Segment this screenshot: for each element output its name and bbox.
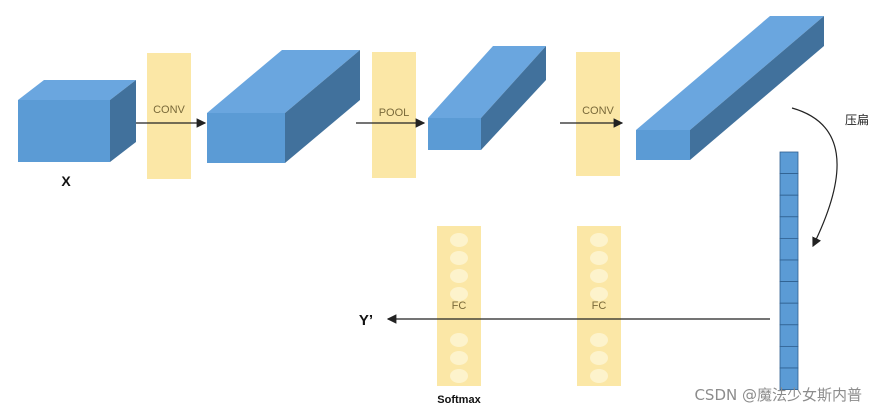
conv-layer-2-label: CONV <box>582 105 614 117</box>
conv-layer-1 <box>147 53 191 179</box>
neuron <box>590 351 608 365</box>
feature-map-1 <box>207 50 360 163</box>
vector-cell <box>779 194 799 218</box>
flattened-vector <box>779 151 799 391</box>
conv-layer-2 <box>576 52 620 176</box>
pool-layer-label: POOL <box>379 107 410 119</box>
fc-layer-softmax-label: FC <box>452 300 467 312</box>
neuron <box>590 251 608 265</box>
vector-cell <box>779 259 799 283</box>
vector-cell <box>779 324 799 347</box>
neuron <box>450 287 468 301</box>
neuron <box>590 233 608 247</box>
neuron <box>450 351 468 365</box>
vector-cell <box>779 345 799 369</box>
input-label: X <box>61 173 71 189</box>
neuron <box>450 369 468 383</box>
neuron <box>590 287 608 301</box>
vector-cell <box>779 216 799 239</box>
neuron <box>450 233 468 247</box>
vector-cell <box>779 302 799 326</box>
flatten-arrow <box>791 107 838 248</box>
neuron <box>590 333 608 347</box>
input-block <box>18 80 136 162</box>
vector-cell <box>779 237 799 261</box>
pool-layer <box>372 52 416 178</box>
neuron <box>450 333 468 347</box>
flatten-label: 压扁 <box>845 113 869 127</box>
vector-cell <box>779 281 799 304</box>
vector-cell <box>779 173 799 196</box>
fc-layer-neurons <box>590 233 608 383</box>
neuron <box>590 369 608 383</box>
conv-layer-1-label: CONV <box>153 104 185 116</box>
fc-layer-softmax-neurons <box>450 233 468 383</box>
vector-cell <box>779 367 799 391</box>
neuron <box>450 251 468 265</box>
vector-cell <box>779 151 799 175</box>
feature-map-3 <box>636 16 824 160</box>
neuron <box>590 269 608 283</box>
feature-map-2 <box>428 46 546 150</box>
fc-layer-label: FC <box>592 300 607 312</box>
output-label: Y’ <box>359 312 373 329</box>
softmax-label: Softmax <box>437 394 481 406</box>
neuron <box>450 269 468 283</box>
watermark: CSDN @魔法少女斯内普 <box>694 386 862 404</box>
